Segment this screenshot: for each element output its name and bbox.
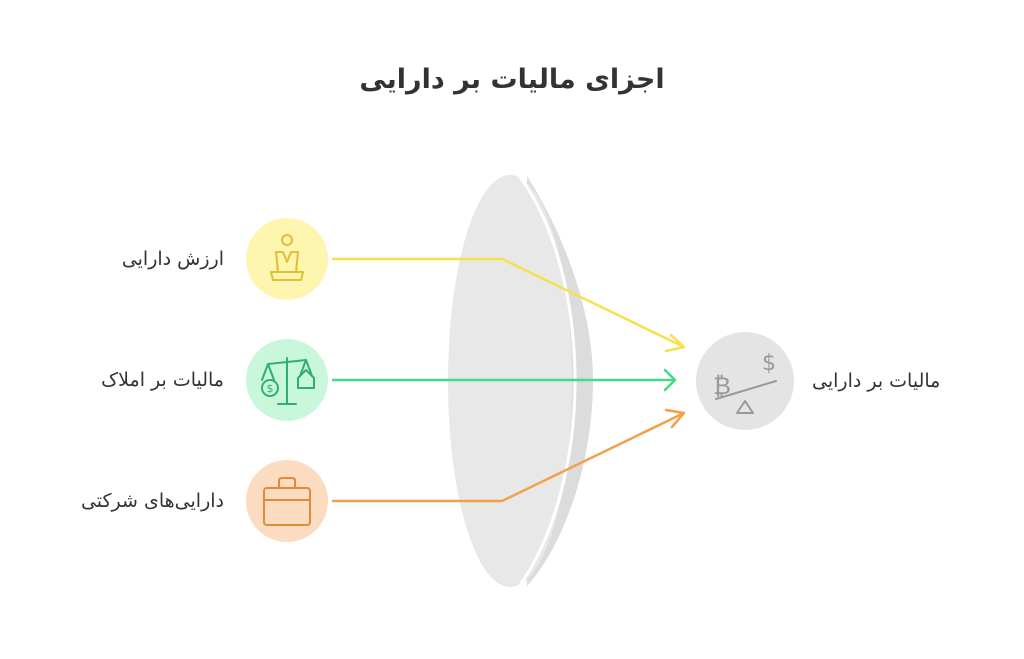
- input-label-wealth: ارزش دارایی: [121, 248, 224, 270]
- diagram-title: اجزای مالیات بر دارایی: [359, 64, 665, 95]
- svg-text:$: $: [267, 382, 274, 395]
- connector-green: [332, 368, 677, 392]
- briefcase-icon: [263, 477, 311, 526]
- input-node-wealth: [246, 218, 328, 300]
- input-label-property: مالیات بر املاک: [101, 369, 224, 391]
- wealth-person-icon: [270, 234, 304, 281]
- output-label: مالیات بر دارایی: [812, 370, 941, 392]
- connector-orange: [332, 408, 686, 503]
- connector-yellow: [332, 257, 686, 353]
- property-scale-icon: $: [261, 357, 315, 405]
- output-node: ₿ $: [696, 332, 794, 430]
- input-label-corporate: دارایی‌های شرکتی: [80, 490, 224, 512]
- svg-text:₿: ₿: [713, 372, 731, 400]
- svg-text:$: $: [762, 351, 776, 376]
- input-node-property: $: [246, 339, 328, 421]
- crypto-balance-icon: ₿ $: [713, 351, 777, 414]
- input-node-corporate: [246, 460, 328, 542]
